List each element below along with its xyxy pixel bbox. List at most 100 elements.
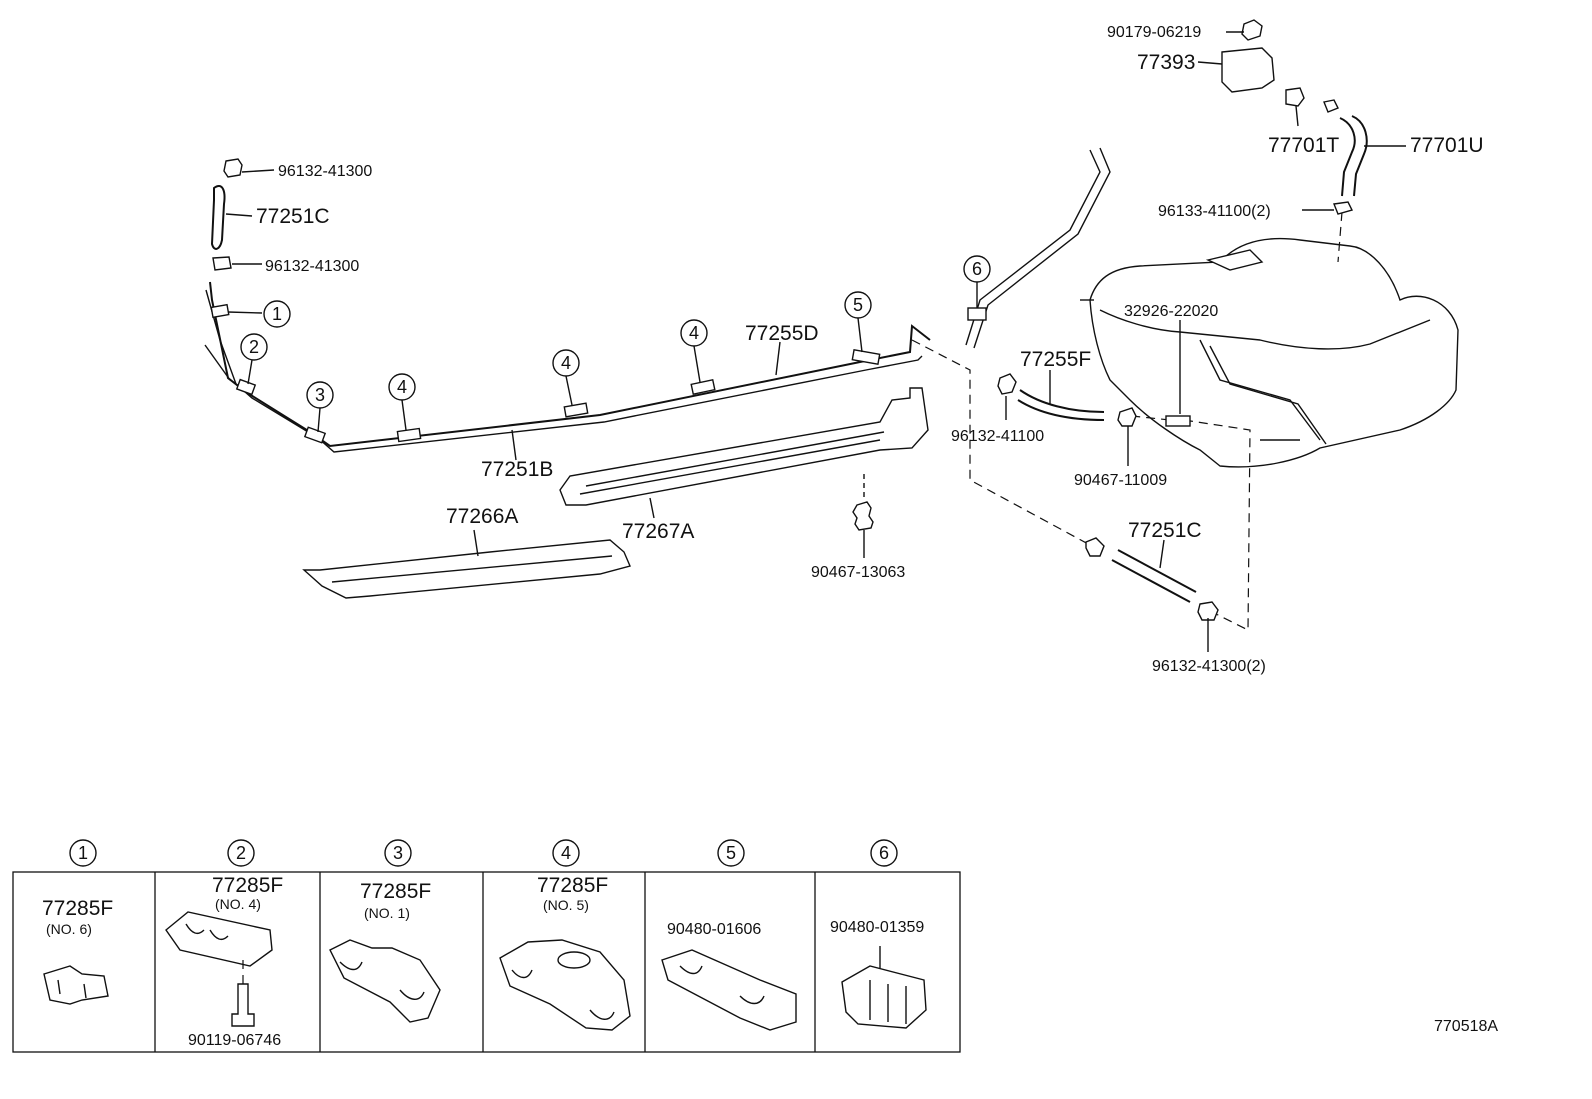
detail-1-clamp-shape bbox=[43, 965, 109, 1005]
detail-header-2: 2 bbox=[227, 839, 255, 867]
label-96132-41100: 96132-41100 bbox=[951, 428, 1044, 445]
detail-2-bolt bbox=[231, 983, 255, 1027]
detail-3-clamp-grooves bbox=[339, 961, 425, 1000]
leader-marker-4a bbox=[401, 399, 407, 431]
hose-77701u-a bbox=[1339, 117, 1356, 197]
marker-3: 3 bbox=[306, 381, 334, 409]
fuel-tank-pipe-a bbox=[1199, 339, 1321, 441]
marker-4a-text: 4 bbox=[397, 377, 407, 397]
fuel-line-77255d-upper bbox=[209, 281, 931, 448]
detail-5-clamp-grooves bbox=[679, 965, 765, 1005]
fuel-tank-pipe-b bbox=[1209, 345, 1327, 445]
leader-77251c-lower bbox=[1159, 539, 1165, 569]
marker-1-text: 1 bbox=[272, 304, 282, 324]
leader-marker-4c bbox=[693, 345, 701, 383]
fuel-tank-seam bbox=[1099, 309, 1431, 350]
marker-6: 6 bbox=[963, 255, 991, 283]
clamp-96133-41100 bbox=[1333, 201, 1354, 215]
clamp-band-4a bbox=[396, 427, 422, 443]
marker-4b-text: 4 bbox=[561, 353, 571, 373]
marker-2-text: 2 bbox=[249, 337, 259, 357]
leader-77266a bbox=[473, 529, 479, 557]
leader-77701t bbox=[1295, 105, 1299, 127]
dash-line-b bbox=[1183, 419, 1251, 631]
detail-table: 1 2 3 4 5 6 77285F (NO. 6) 77285F (NO. 4… bbox=[12, 839, 961, 1053]
detail-3-clamp-shape bbox=[329, 939, 441, 1023]
label-96133-41100: 96133-41100(2) bbox=[1158, 203, 1271, 220]
detail-6-clamp-shape bbox=[841, 965, 927, 1029]
clamp-mid-part bbox=[212, 256, 232, 271]
clip-90467-11009-shape bbox=[1117, 407, 1137, 427]
detail-1-clamp-lines bbox=[57, 979, 87, 999]
leader-77393 bbox=[1197, 61, 1223, 65]
hose-77255f-outer bbox=[1019, 389, 1105, 413]
hose-77251c-top bbox=[210, 185, 226, 250]
label-77251b: 77251B bbox=[481, 458, 553, 481]
detail-2-clamp-grooves bbox=[185, 923, 229, 941]
leader-77251b bbox=[511, 429, 517, 461]
protector-77267a-rib2 bbox=[579, 439, 881, 495]
marker-4c-text: 4 bbox=[689, 323, 699, 343]
detail-3-sub: (NO. 1) bbox=[364, 905, 410, 921]
detail-6-part: 90480-01359 bbox=[830, 919, 924, 936]
fuel-line-77255d-lower bbox=[205, 289, 923, 453]
detail-header-5: 5 bbox=[717, 839, 745, 867]
label-90467-11009: 90467-11009 bbox=[1074, 472, 1167, 489]
marker-4a: 4 bbox=[388, 373, 416, 401]
detail-header-4-text: 4 bbox=[561, 843, 571, 863]
valve-77701t bbox=[1285, 87, 1305, 107]
fuel-tank bbox=[1080, 237, 1459, 468]
detail-4-clamp-shape bbox=[499, 939, 631, 1031]
label-77251c-lower: 77251C bbox=[1128, 519, 1202, 542]
detail-header-1-text: 1 bbox=[78, 843, 88, 863]
protector-77267a bbox=[559, 387, 929, 519]
leader-marker-5 bbox=[857, 317, 863, 353]
leader-96132-top bbox=[241, 169, 275, 173]
label-90467-13063: 90467-13063 bbox=[811, 564, 905, 581]
detail-3-part: 77285F bbox=[360, 880, 431, 903]
detail-2-part: 77285F bbox=[212, 874, 283, 897]
label-77255f: 77255F bbox=[1020, 348, 1091, 371]
hose-77255f-inner bbox=[1017, 399, 1105, 421]
clamp-band-3 bbox=[303, 426, 327, 444]
detail-header-6: 6 bbox=[870, 839, 898, 867]
hose-77255f bbox=[997, 370, 1105, 421]
marker-4c: 4 bbox=[680, 319, 708, 347]
label-77701t: 77701T bbox=[1268, 134, 1339, 157]
detail-table-frame bbox=[12, 871, 961, 1053]
left-hose-assembly bbox=[210, 158, 275, 271]
clip-90179-06219 bbox=[1241, 19, 1263, 41]
marker-3-text: 3 bbox=[315, 385, 325, 405]
clamp-band-6 bbox=[967, 307, 987, 321]
protector-77266a bbox=[302, 529, 631, 599]
diagram-id: 770518A bbox=[1434, 1018, 1498, 1035]
clamp-band-5 bbox=[851, 349, 881, 365]
detail-header-3: 3 bbox=[384, 839, 412, 867]
detail-4-clamp-grooves bbox=[511, 969, 615, 1020]
marker-1: 1 bbox=[263, 300, 291, 328]
clamp-lower-a bbox=[1085, 537, 1105, 557]
detail-5-part: 90480-01606 bbox=[667, 921, 761, 938]
hose-77251c-lower-a bbox=[1111, 559, 1191, 603]
marker-6-text: 6 bbox=[972, 259, 982, 279]
clamp-band-2 bbox=[235, 378, 257, 396]
clamp-top-part bbox=[223, 158, 243, 178]
protector-77267a-body bbox=[559, 387, 929, 506]
detail-1-sub: (NO. 6) bbox=[46, 921, 92, 937]
valve-assembly bbox=[1197, 19, 1406, 215]
label-96132-41300-2: 96132-41300(2) bbox=[1152, 658, 1266, 675]
label-90179-06219: 90179-06219 bbox=[1107, 24, 1201, 41]
leader-77267a bbox=[649, 497, 655, 519]
clamp-lower-b bbox=[1197, 601, 1219, 621]
clamp-band-4c bbox=[690, 378, 716, 396]
detail-2-extra: 90119-06746 bbox=[188, 1032, 281, 1049]
label-32926-22020: 32926-22020 bbox=[1124, 303, 1218, 320]
dash-line-a bbox=[911, 339, 1091, 546]
detail-header-6-text: 6 bbox=[879, 843, 889, 863]
detail-1-part: 77285F bbox=[42, 897, 113, 920]
label-96132-41300-mid: 96132-41300 bbox=[265, 258, 359, 275]
detail-6-clamp-slots bbox=[869, 980, 907, 1024]
detail-5-clamp-shape bbox=[661, 949, 797, 1031]
detail-header-5-text: 5 bbox=[726, 843, 736, 863]
protector-77266a-rib bbox=[331, 555, 613, 583]
